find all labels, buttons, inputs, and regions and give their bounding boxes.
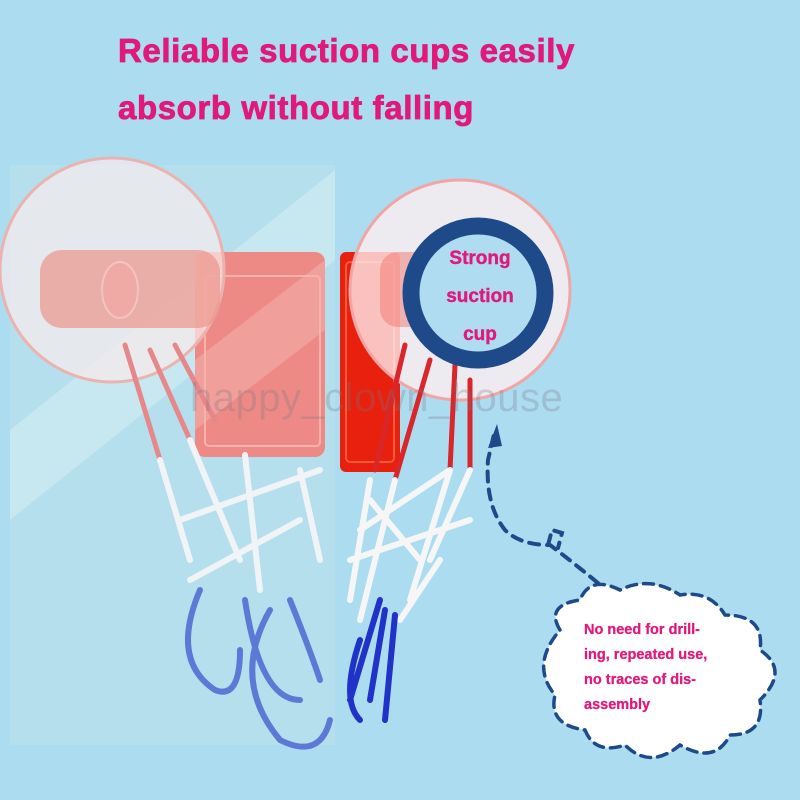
cloud-line-1: No need for drill-	[584, 622, 700, 638]
cloud-callout-shape	[541, 581, 777, 760]
net-right	[347, 342, 473, 723]
badge-line-2: suction	[446, 286, 514, 307]
arrow-head-icon	[488, 424, 502, 448]
badge-text: Strong suction cup	[420, 240, 540, 354]
headline-line-2: absorb without falling	[118, 89, 475, 127]
badge-line-3: cup	[463, 324, 497, 345]
ghost-overlay-panel	[0, 156, 335, 750]
cloud-line-3: no traces of dis-	[584, 672, 696, 688]
watermark: happy_clown_house	[190, 376, 564, 420]
headline-line-1: Reliable suction cups easily	[118, 32, 575, 70]
cloud-line-2: ing, repeated use,	[584, 647, 708, 663]
headline: Reliable suction cups easily absorb with…	[118, 22, 575, 136]
dashed-arrow	[485, 428, 600, 585]
badge-line-1: Strong	[449, 248, 511, 269]
cloud-line-4: assembly	[584, 697, 651, 713]
badge-ring	[402, 217, 554, 369]
cloud-callout-text: No need for drill- ing, repeated use, no…	[584, 618, 708, 718]
